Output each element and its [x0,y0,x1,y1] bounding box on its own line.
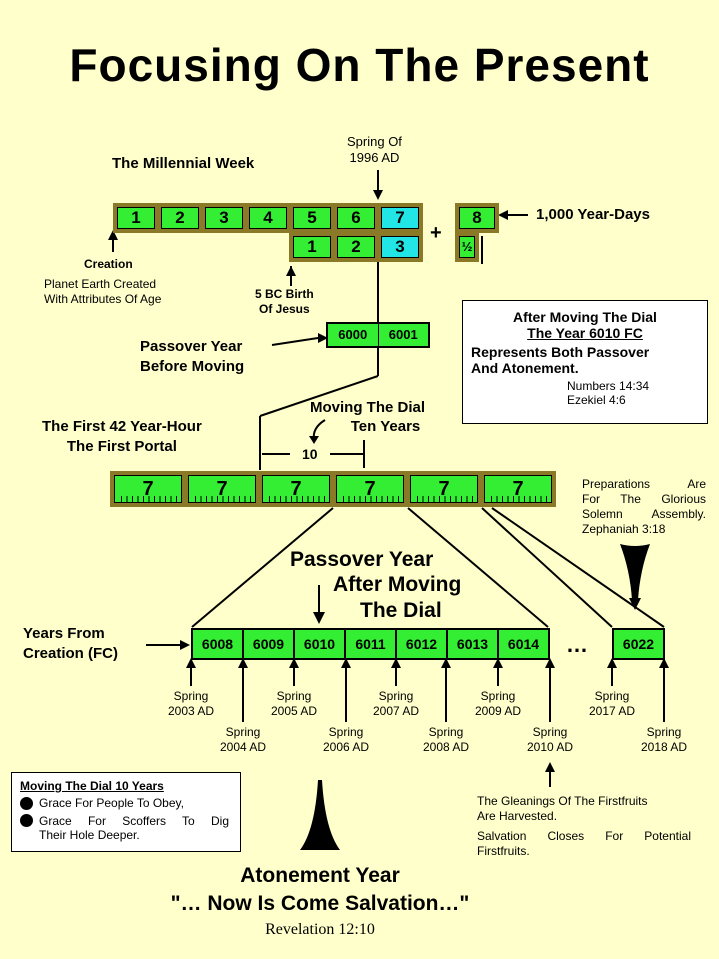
hour-cell: 7 [110,471,186,507]
info-ref: Numbers 14:34 [567,379,650,393]
dial-legend-box: Moving The Dial 10 Years Grace For Peopl… [11,772,241,852]
info-heading: After Moving The Dial [513,309,657,325]
year-cell: 6009 [242,628,295,660]
preparations-note: Preparations Are For The Glorious Solemn… [582,477,706,536]
passover-after-line2: After Moving [333,573,462,596]
ellipsis: … [566,632,588,657]
dial-legend-item: Grace For Scoffers To Dig Their Hole Dee… [20,814,240,842]
passover-after-line3: The Dial [360,599,442,622]
half-cell: ½ [455,232,479,262]
gleanings-note: The Gleanings Of The Firstfruits Are Har… [477,794,691,858]
info-line: And Atonement. [471,360,579,376]
passover-after-line1: Passover Year [290,548,434,571]
week-cell: 3 [201,203,247,233]
week-cell: 6 [333,203,379,233]
atonement-title: Atonement Year [240,864,400,887]
year-cell: 6008 [191,628,244,660]
info-ref: Ezekiel 4:6 [567,393,626,407]
hour-tick-marks [121,496,547,502]
week-cell-current: 7 [377,203,423,233]
atonement-quote: "… Now Is Come Salvation…" [170,892,470,915]
year-cell-last: 6022 [612,628,665,660]
year-cell: 6010 [293,628,346,660]
year-cell: 6012 [395,628,448,660]
info-box: After Moving The Dial The Year 6010 FC R… [462,300,708,424]
hour-cell: 7 [258,471,334,507]
hour-cell: 7 [332,471,408,507]
dial-legend-heading: Moving The Dial 10 Years [20,779,164,793]
ten-years-label: 10 [302,446,318,462]
week-cell-current: 3 [377,232,423,262]
year-cell: 6011 [344,628,397,660]
week-cell: 4 [245,203,291,233]
plus-sign: + [430,222,442,244]
passover-before-cells: 6000 6001 [326,322,430,348]
dial-legend-item: Grace For People To Obey, [20,796,240,810]
bullet-icon [20,814,33,827]
year-days-label: 1,000 Year-Days [536,206,650,223]
info-line: Represents Both Passover [471,344,650,360]
week-cell: 2 [157,203,203,233]
year-cell: 6013 [446,628,499,660]
week-cell: 1 [289,232,335,262]
millennial-week-label: The Millennial Week [112,155,255,172]
info-year: The Year 6010 FC [527,325,643,341]
page-title: Focusing On The Present [69,39,650,91]
week-cell: 1 [113,203,159,233]
week-cell: 5 [289,203,335,233]
week-cell: 2 [333,232,379,262]
year-cell: 6001 [388,327,418,342]
year-cell: 6000 [328,324,379,346]
hour-cell: 7 [406,471,482,507]
eighth-cell: 8 [455,203,499,233]
bullet-icon [20,796,33,810]
year-cell: 6014 [497,628,550,660]
atonement-reference: Revelation 12:10 [265,921,375,938]
creation-label: Creation [84,257,133,271]
